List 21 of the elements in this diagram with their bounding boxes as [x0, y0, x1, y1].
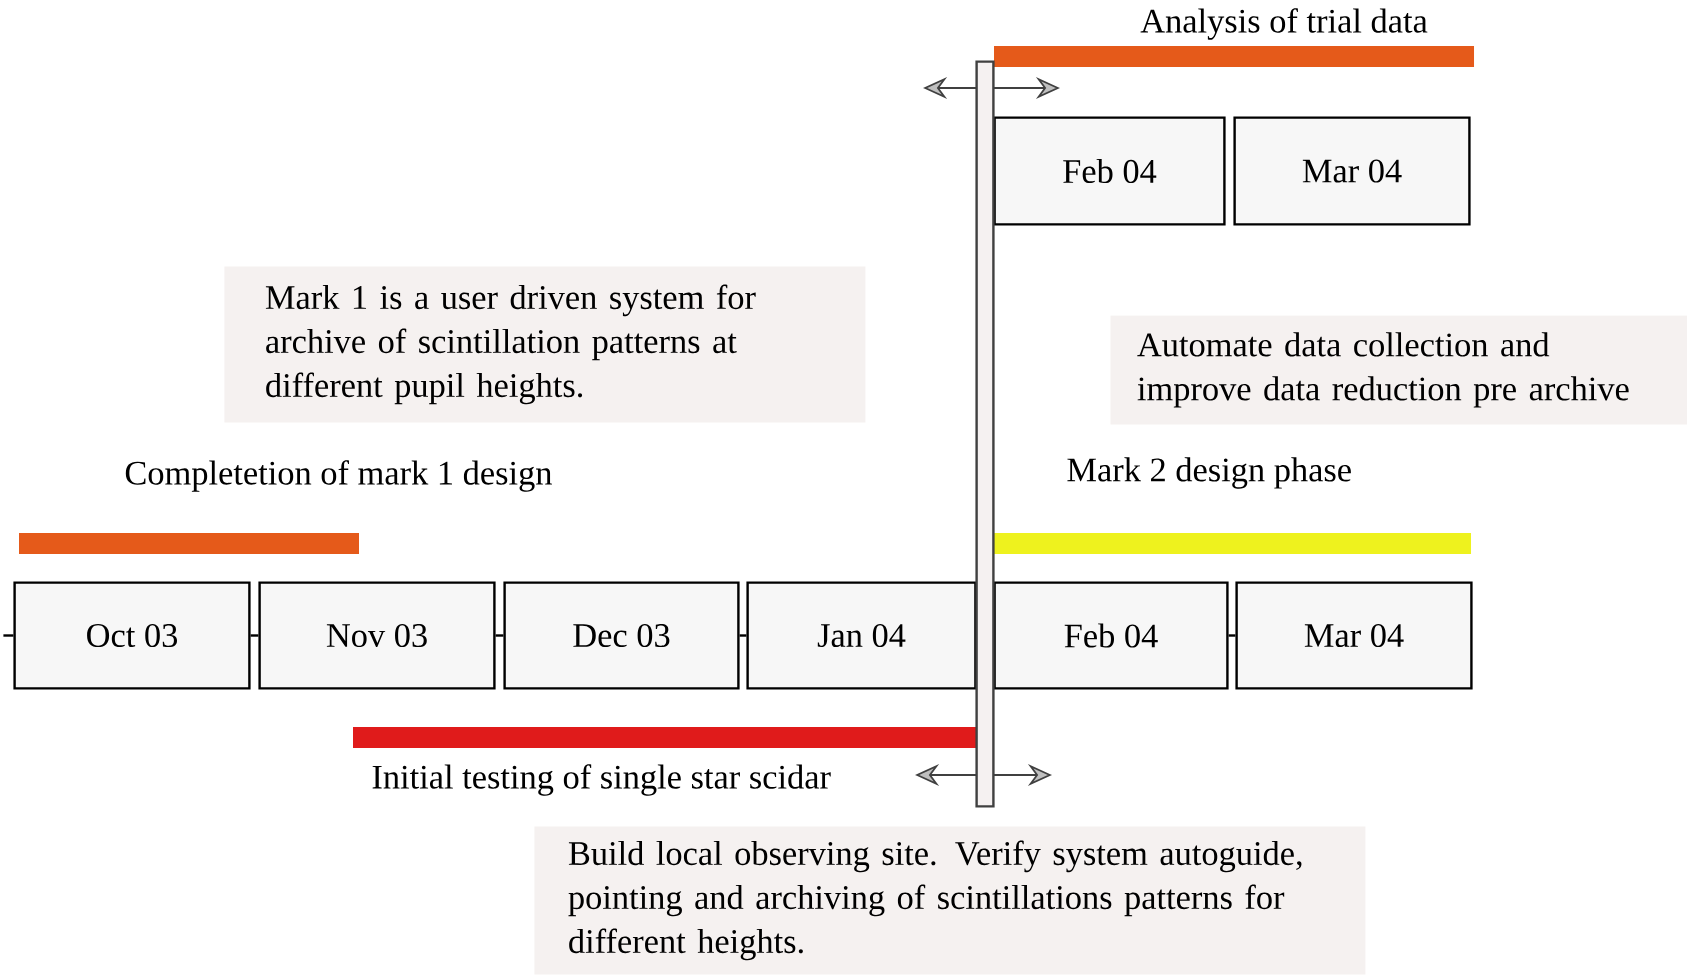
- connector-line: [250, 634, 259, 637]
- month-box: Nov 03: [258, 581, 496, 690]
- bar-label: Mark 2 design phase: [1067, 457, 1351, 489]
- month-box: Mar 04: [1233, 116, 1471, 226]
- month-box: Feb 04: [993, 581, 1229, 690]
- bar-label: Initial testing of single star scidar: [372, 764, 831, 796]
- note-box: Automate data collection and improve data reduction pre archive: [1110, 315, 1687, 425]
- month-box: Mar 04: [1235, 581, 1473, 690]
- connector-line: [739, 634, 747, 637]
- time-marker: [975, 60, 995, 808]
- bar-label: Completetion of mark 1 design: [125, 460, 552, 492]
- connector-line: [3, 634, 14, 637]
- note-box: Build local observing site. Verify system autoguide, pointing and archiving of scintillations patterns for different heights.: [534, 826, 1366, 975]
- connector-line: [495, 634, 504, 637]
- month-box: Jan 04: [746, 581, 977, 690]
- month-box: Dec 03: [503, 581, 740, 690]
- connector-line: [1228, 634, 1236, 637]
- month-box: Feb 04: [993, 116, 1226, 226]
- bar-label: Analysis of trial data: [1140, 8, 1428, 40]
- note-box: Mark 1 is a user driven system for archive of scintillation patterns at different pupil heights.: [224, 266, 866, 423]
- month-box: Oct 03: [13, 581, 251, 690]
